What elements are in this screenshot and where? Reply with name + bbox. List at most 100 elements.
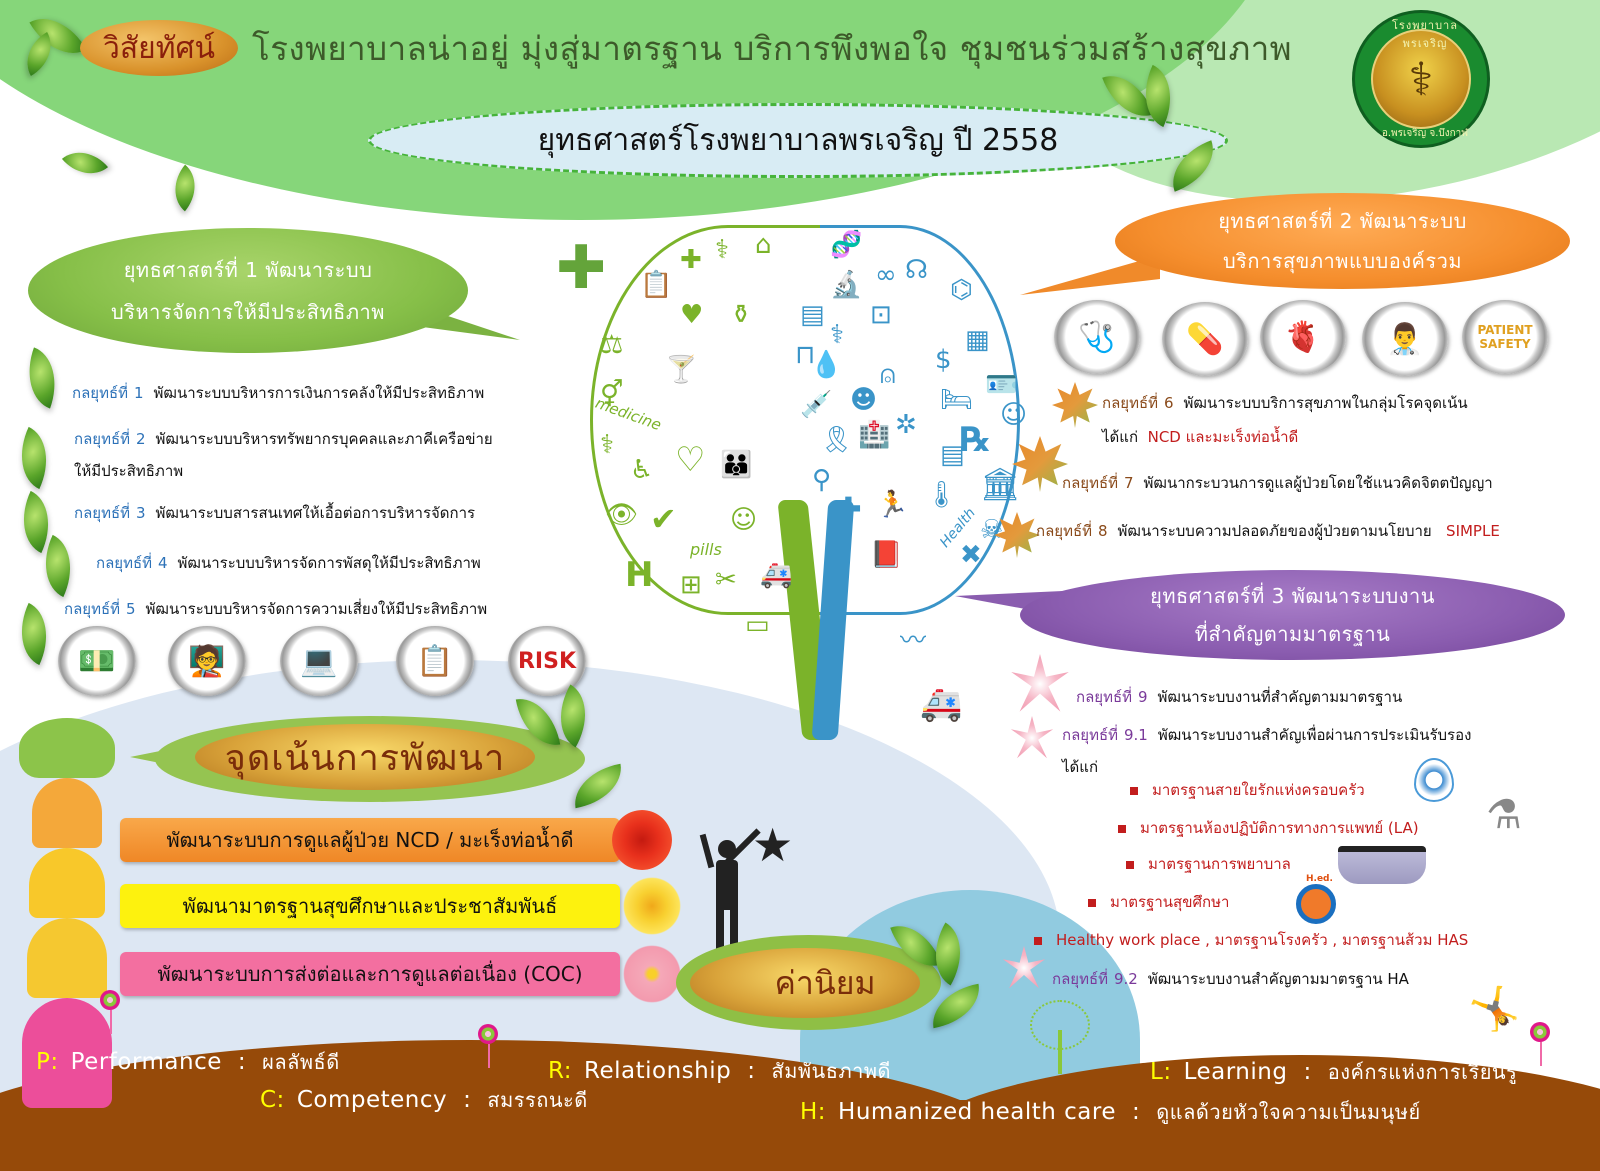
scissors-icon: ✂ [715, 565, 737, 595]
strategy3-title-line1: ยุทธศาสตร์ที่ 3 พัฒนาระบบงาน [1150, 584, 1435, 608]
bandage-icon: ✖ [960, 540, 982, 570]
dancing-figure-icon: 🤸 [1468, 984, 1521, 1033]
flower-stem [110, 1010, 112, 1034]
doctor-icon: ☺ [730, 505, 758, 535]
hospital-h-icon: H [625, 555, 654, 595]
gender-icon: ⚥ [600, 380, 624, 410]
strategy1-title-line1: ยุทธศาสตร์ที่ 1 พัฒนาระบบ [123, 257, 373, 282]
strategy3-bubble: ยุทธศาสตร์ที่ 3 พัฒนาระบบงาน ที่สำคัญตาม… [1020, 570, 1565, 660]
blood-pressure-icon: 🩺 [1054, 300, 1140, 374]
standard-item: มาตรฐานสายใยรักแห่งครอบครัว [1130, 778, 1365, 802]
kidneys-icon: ∞ [875, 260, 897, 290]
dna-icon: 🧬 [830, 230, 863, 260]
red-flower-icon [612, 810, 672, 870]
value-relationship: R:Relationship:สัมพันธภาพดี [548, 1058, 892, 1084]
standard-item: มาตรฐานสุขศึกษา [1088, 890, 1229, 914]
smile-icon: ☺ [1000, 400, 1028, 430]
bullet-icon [1126, 860, 1134, 869]
hospital-bed-icon: 🛏 [940, 385, 974, 415]
glucose-meter-icon: 💊 [1162, 302, 1248, 376]
heartbeat-icon: 〰 [900, 626, 927, 656]
maple-leaf-icon [1052, 382, 1098, 428]
tooth-icon: ⍝ [880, 360, 896, 390]
leaf-icon [161, 164, 209, 212]
tube-icon: ⊓ [795, 340, 816, 370]
strategy3-title-line2: ที่สำคัญตามมาตรฐาน [1194, 622, 1391, 646]
hospital-icon: ⌂ [755, 230, 772, 260]
first-aid-icon: ✚ [680, 245, 702, 275]
eye-icon: 👁 [605, 500, 639, 530]
standard-item: Healthy work place , มาตรฐานโรงครัว , มา… [1034, 928, 1468, 952]
values-title-badge: ค่านิยม [690, 948, 920, 1018]
medical-cross-icon: ✚ [556, 233, 607, 303]
small-flower-icon [478, 1024, 498, 1044]
thermometer-icon: 🌡 [925, 480, 959, 510]
standard-item: มาตรฐานการพยาบาล [1126, 852, 1291, 876]
medkit-icon: ⊞ [680, 570, 702, 600]
patient-safety-icon: PATIENT SAFETY [1462, 300, 1548, 374]
strategy1-title-line2: บริหารจัดการให้มีประสิทธิภาพ [111, 299, 385, 324]
person-icon: 🏃 [876, 490, 909, 520]
ambulance-icon: 🚑 [760, 560, 793, 590]
prescription-icon: ℞ [960, 420, 991, 460]
report-icon: ▤ [940, 440, 965, 470]
focus-item-coc: พัฒนาระบบการส่งต่อและการดูแลต่อเนื่อง (C… [120, 952, 620, 996]
bank-icon: 🏛 [980, 465, 1021, 503]
bullet-icon [1130, 786, 1138, 795]
page-title: ยุทธศาสตร์โรงพยาบาลพรเจริญ ปี 2558 [537, 123, 1059, 158]
pink-flower-icon [622, 944, 682, 1004]
page-title-banner: ยุทธศาสตร์โรงพยาบาลพรเจริญ ปี 2558 [368, 103, 1228, 178]
ribbon-icon: 🎗 [820, 425, 854, 455]
pill-bottle-icon: ⊡ [870, 300, 892, 330]
caduceus-icon: ⚕ [830, 320, 845, 350]
logo-bottom-text: อ.พรเจริญ จ.บึงกาฬ [1381, 128, 1469, 139]
checklist-icon: 📋 [396, 626, 474, 696]
laptop-icon: 💻 [280, 626, 358, 696]
person-pink-icon [22, 998, 112, 1108]
skull-icon: ☠ [980, 515, 1004, 545]
tactic-9-1-continued: ได้แก่ [1062, 758, 1099, 776]
strategy2-title-line1: ยุทธศาสตร์ที่ 2 พัฒนาระบบ [1218, 209, 1467, 233]
clipboard-icon: 📋 [640, 270, 673, 300]
tactic-2-continued: ให้มีประสิทธิภาพ [74, 462, 184, 480]
person-yellow-icon [27, 918, 107, 998]
caduceus-icon: ⚕ [600, 430, 615, 460]
vision-statement: โรงพยาบาลน่าอยู่ มุ่งสู่มาตรฐาน บริการพึ… [252, 29, 1292, 68]
flower-stem [488, 1044, 490, 1068]
bullet-icon [1088, 898, 1096, 907]
hospital-building-icon: 🏥 [858, 420, 891, 450]
microscope-icon: 🔬 [830, 270, 863, 300]
money-icon: 💵 [58, 626, 136, 696]
person-green-icon [19, 718, 115, 778]
star-icon: ★ [752, 818, 794, 872]
standard-item: มาตรฐานห้องปฏิบัติการทางการแพทย์ (LA) [1118, 816, 1419, 840]
drop-icon: 💧 [810, 350, 843, 380]
vision-badge: วิสัยทัศน์ [80, 20, 238, 76]
family-love-logo [1414, 758, 1454, 802]
liver-icon: 🫀 [1260, 300, 1346, 374]
ambulance-icon: 🚑 [920, 684, 963, 724]
card-icon: ▤ [800, 300, 825, 330]
leaf-icon [6, 426, 62, 490]
ground-shape [0, 1100, 1600, 1171]
heart-icon: ♥ [680, 300, 704, 330]
focus-item-health-education: พัฒนามาตรฐานสุขศึกษาและประชาสัมพันธ์ [120, 884, 620, 928]
bottle-icon: ⚱ [730, 300, 752, 330]
bandage-icon: ▭ [745, 610, 770, 640]
nurse-cap-icon [1338, 846, 1426, 884]
value-competency: C:Competency:สมรรถนะดี [260, 1087, 588, 1113]
hospital-logo: ⚕ [1352, 10, 1490, 148]
focus-item-ncd: พัฒนาระบบการดูแลผู้ป่วย NCD / มะเร็งท่อน… [120, 818, 620, 862]
focus-title: จุดเน้นการพัฒนา [224, 737, 506, 779]
leaf-icon [61, 139, 109, 187]
strategy2-bubble: ยุทธศาสตร์ที่ 2 พัฒนาระบบ บริการสุขภาพแบ… [1115, 193, 1570, 289]
